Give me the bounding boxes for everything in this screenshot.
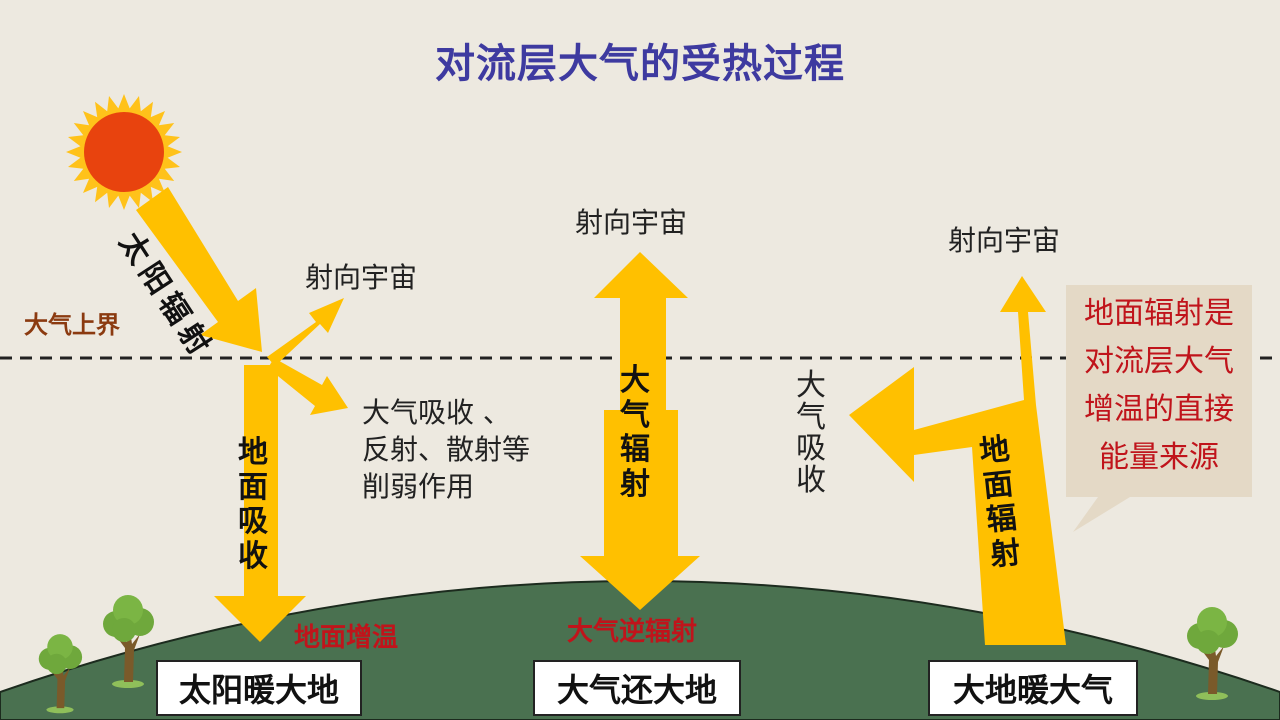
- sun-icon: [66, 94, 182, 210]
- to-space-label-right: 射向宇宙: [948, 224, 1061, 257]
- to-space-label-left: 射向宇宙: [305, 261, 418, 294]
- counter-radiation-label: 大气逆辐射: [567, 617, 698, 647]
- reflect-to-space-arrow: [267, 298, 344, 366]
- summary-box-right: 大地暖大气: [928, 660, 1138, 716]
- tree-icon-right: [1187, 607, 1238, 700]
- ground-absorb-arrow: [214, 365, 306, 642]
- page-title: 对流层大气的受热过程: [435, 41, 845, 87]
- callout-box: [1066, 285, 1252, 532]
- solar-radiation-arrow: [136, 187, 262, 352]
- ground-radiation-arrow: [849, 276, 1066, 645]
- scatter-arrow: [268, 358, 348, 415]
- tree-icon-left-small: [38, 634, 83, 714]
- atmos-absorb-label: 大 气 吸 收: [796, 368, 826, 498]
- atmos-radiation-label: 大 气 辐 射: [620, 363, 650, 502]
- ground-absorb-label: 地 面 吸 收: [238, 435, 268, 574]
- ground-warming-label: 地面增温: [294, 623, 399, 653]
- callout-text: 地面辐射是 对流层大气 增温的直接 能量来源: [1084, 296, 1234, 475]
- atmos-to-space-arrowhead: [594, 252, 688, 298]
- counter-radiation-arrow: [580, 410, 700, 610]
- summary-box-left: 太阳暖大地: [156, 660, 362, 716]
- atmos-to-space-arrow: [620, 298, 666, 410]
- atmosphere-boundary-label: 大气上界: [24, 311, 120, 339]
- atmos-weakening-note: 大气吸收 、 反射、散射等 削弱作用: [362, 396, 531, 503]
- tree-icon-left-large: [103, 595, 154, 688]
- to-space-label-center: 射向宇宙: [575, 206, 688, 239]
- summary-box-center: 大气还大地: [533, 660, 741, 716]
